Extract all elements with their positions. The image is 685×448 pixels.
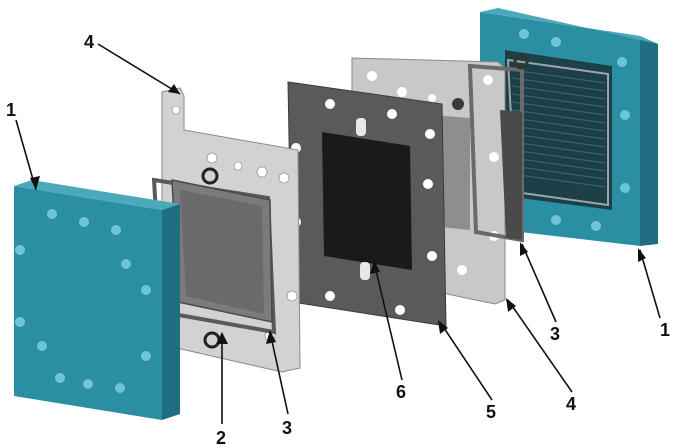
callout-gasket-left: 3	[282, 418, 292, 438]
active-area	[322, 132, 412, 270]
callout-membrane-frame: 5	[486, 402, 496, 422]
callout-current-collector-left: 4	[84, 32, 94, 52]
callout-end-plate-right: 1	[660, 320, 670, 340]
callout-flow-field-left: 2	[216, 428, 226, 448]
callout-end-plate-left: 1	[6, 100, 16, 120]
callout-active-area: 6	[396, 382, 406, 402]
flow-field-left	[171, 179, 273, 323]
end-plate-left	[14, 180, 180, 420]
gasket-right	[467, 54, 529, 243]
callout-current-collector-right: 4	[566, 394, 576, 414]
membrane-frame	[287, 81, 447, 327]
callout-gasket-right: 3	[550, 324, 560, 344]
leader-lines	[15, 43, 661, 424]
